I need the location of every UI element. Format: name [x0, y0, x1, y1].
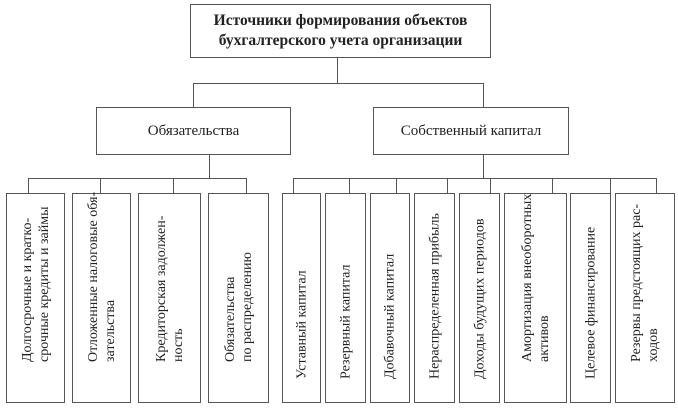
leaf-amortization-noncurrent-assets: Амортизация внеоборотных активов	[504, 193, 567, 403]
leaf-retained-earnings: Нераспределенная прибыль	[414, 193, 455, 403]
leaf-label: Уставный капитал	[294, 270, 309, 379]
leaf-provisions-future-expenses: Резервы предстоящих рас- ходов	[615, 193, 675, 403]
leaf-label: Резервы предстоящих рас- ходов	[629, 203, 661, 362]
connector-to-equity	[483, 83, 484, 107]
connector-leaf-0-3	[246, 178, 247, 193]
obligations-node: Обязательства	[96, 107, 291, 155]
leaf-label: Обязательства по распределению	[222, 252, 255, 362]
leaf-label: Доходы будущих периодов	[472, 218, 487, 379]
connector-leaf-1-5	[552, 178, 553, 193]
leaf-label: Резервный капитал	[338, 264, 353, 379]
equity-label: Собственный капитал	[400, 122, 542, 139]
leaf-deferred-income: Доходы будущих периодов	[459, 193, 500, 403]
leaf-label: Добавочный капитал	[382, 253, 398, 379]
leaf-label: Целевое финансирование	[583, 226, 598, 379]
leaf-long-short-term-loans: Долгосрочные и кратко- срочные кредиты и…	[6, 193, 65, 403]
connector-leaf-0-1	[100, 178, 101, 193]
root-label-line-2: бухгалтерского учета организации	[218, 32, 463, 49]
connector-leaf-1-4	[490, 178, 491, 193]
leaf-label: Долгосрочные и кратко- срочные кредиты и…	[19, 206, 52, 362]
connector-leaf-1-7	[656, 178, 657, 193]
connector-leaf-0-2	[173, 178, 174, 193]
leaf-deferred-tax-liabilities: Отложенные налоговые обя- зательства	[72, 191, 131, 403]
leaf-label: Нераспределенная прибыль	[427, 213, 442, 379]
root-label: Источники формирования объектов бухгалте…	[214, 11, 468, 51]
root-node: Источники формирования объектов бухгалте…	[190, 4, 491, 58]
leaf-label: Отложенные налоговые обя- зательства	[85, 191, 118, 362]
leaf-accounts-payable: Кредиторская задолжен- ность	[138, 193, 201, 403]
connector-leaf-1-2	[396, 178, 397, 193]
leaf-authorized-capital: Уставный капитал	[282, 193, 321, 403]
connector-root-down	[337, 58, 338, 83]
connector-to-obligations	[193, 83, 194, 107]
leaf-additional-capital: Добавочный капитал	[370, 193, 410, 403]
obligations-label: Обязательства	[147, 122, 240, 139]
equity-node: Собственный капитал	[373, 107, 569, 155]
connector-root-bar	[193, 83, 484, 84]
connector-leaf-1-3	[447, 178, 448, 193]
root-label-line-1: Источники формирования объектов	[213, 12, 468, 29]
leaf-targeted-financing: Целевое финансирование	[570, 193, 611, 403]
connector-leaf-0-0	[28, 178, 29, 193]
connector-leaf-1-0	[293, 178, 294, 193]
connector-leaf-1-6	[610, 178, 611, 193]
connector-leaf-1-1	[349, 178, 350, 193]
connector-equity-bar	[293, 178, 657, 179]
leaf-label: Амортизация внеоборотных активов	[519, 193, 552, 362]
leaf-distribution-obligations: Обязательства по распределению	[208, 193, 269, 403]
leaf-label: Кредиторская задолжен- ность	[153, 215, 186, 362]
connector-obligations-bar	[28, 178, 247, 179]
leaf-reserve-capital: Резервный капитал	[325, 193, 366, 403]
connector-equity-down	[483, 155, 484, 178]
connector-obligations-down	[209, 155, 210, 178]
